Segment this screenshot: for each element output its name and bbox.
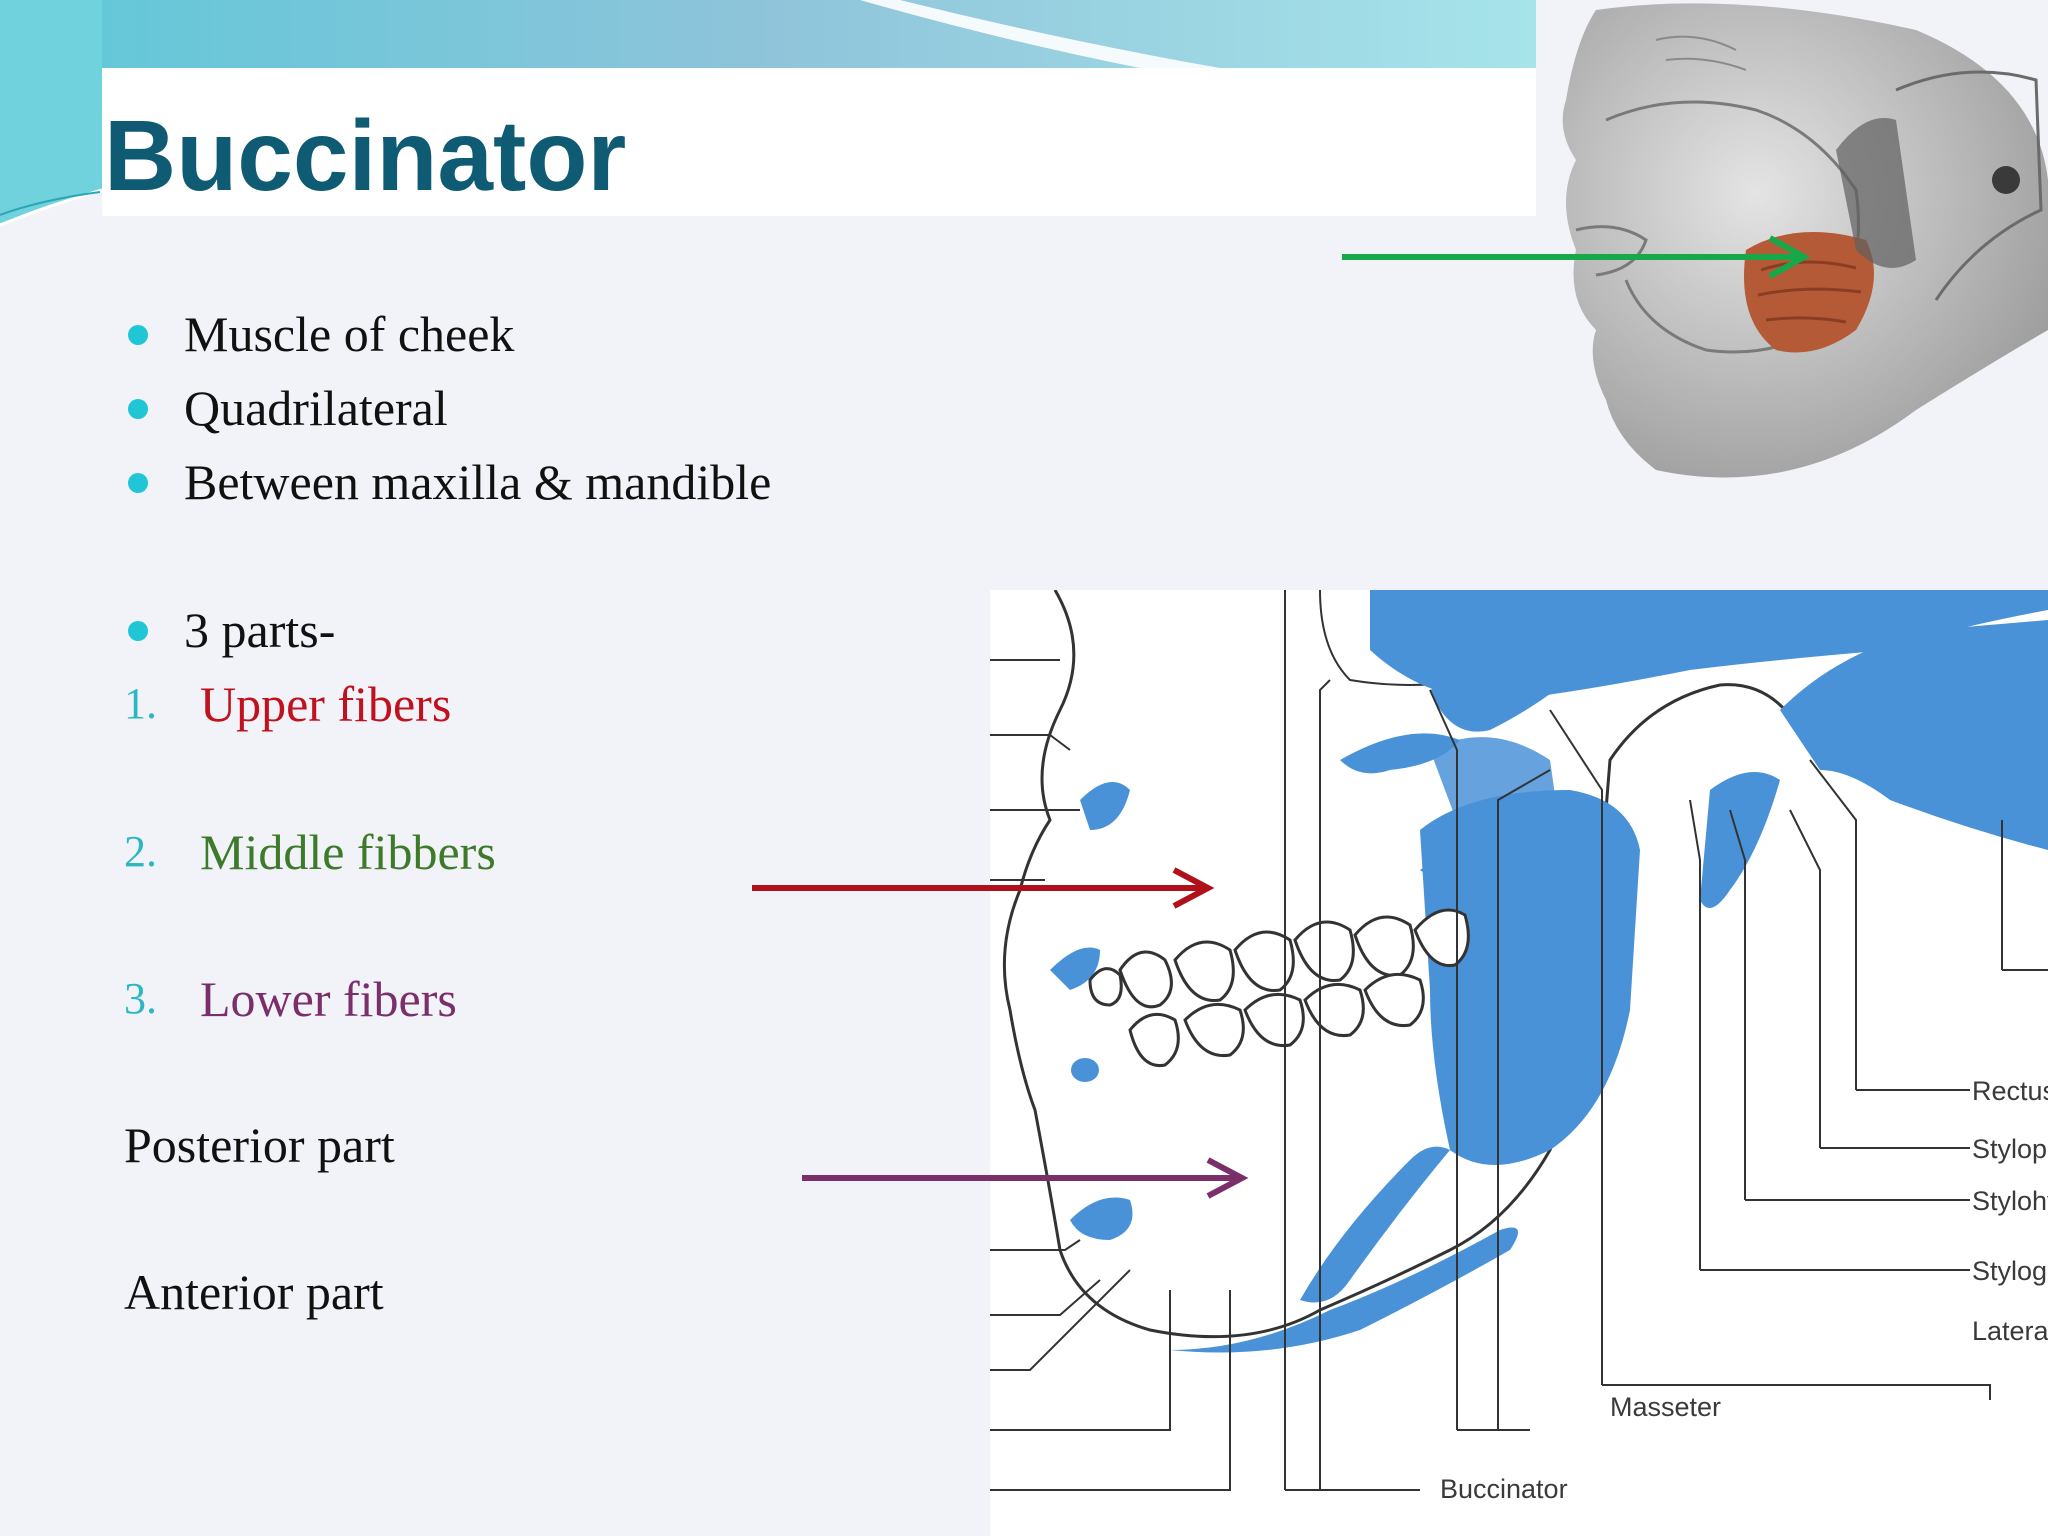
- item-number: 1.: [124, 679, 157, 728]
- bullet-text: Muscle of cheek: [184, 306, 515, 362]
- title-band: [102, 68, 1536, 216]
- label-styloglossus: Stylogl: [1972, 1256, 2048, 1286]
- bullet-dot-icon: [128, 325, 148, 345]
- bullet-text: 3 parts-: [184, 602, 336, 658]
- slide-title: Buccinator: [104, 100, 627, 212]
- bullet-dot-icon: [128, 621, 148, 641]
- label-lateral: Lateral: [1972, 1316, 2048, 1346]
- label-stylopharyngeus: Stylopl: [1972, 1134, 2048, 1164]
- item-number: 3.: [124, 974, 157, 1023]
- label-masseter: Masseter: [1610, 1392, 1721, 1422]
- skull-muscle-diagram: Rectus Stylopl Stylohy Stylogl Lateral M…: [990, 590, 2048, 1536]
- bullet-text: Between maxilla & mandible: [184, 454, 772, 510]
- label-stylohyoid: Stylohy: [1972, 1186, 2048, 1216]
- arrow-purple-icon: [802, 1157, 1249, 1199]
- item-label: Lower fibers: [200, 971, 457, 1027]
- bullet-dot-icon: [128, 399, 148, 419]
- bullet-dot-icon: [128, 473, 148, 493]
- item-label: Middle fibbers: [200, 824, 496, 880]
- bullet-text: Quadrilateral: [184, 380, 448, 436]
- label-rectus: Rectus: [1972, 1076, 2048, 1106]
- arrow-green-icon: [1342, 235, 1811, 279]
- item-number: 2.: [124, 827, 157, 876]
- anterior-part-text: Anterior part: [124, 1264, 384, 1320]
- label-buccinator: Buccinator: [1440, 1474, 1568, 1504]
- item-label: Upper fibers: [200, 676, 452, 732]
- posterior-part-text: Posterior part: [124, 1117, 395, 1173]
- arrow-red-icon: [752, 867, 1215, 909]
